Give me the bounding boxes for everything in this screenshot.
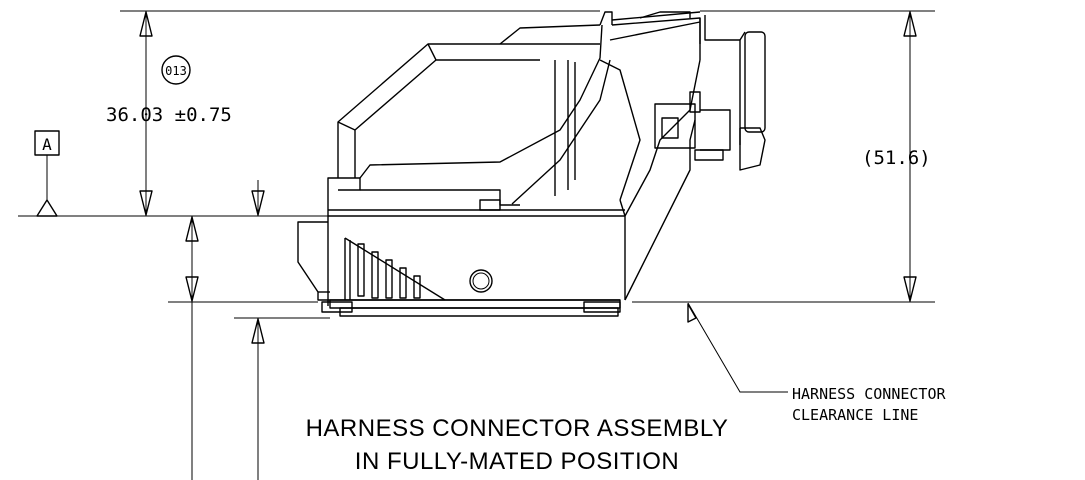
reference-dimension-text: (51.6): [862, 147, 931, 169]
arrow-down-icon: [139, 190, 153, 216]
arrow-down-icon: [903, 276, 917, 302]
arrow-up-icon: [903, 11, 917, 37]
arrow-up-icon: [251, 318, 265, 344]
height-dimension-text: 36.03 ±0.75: [106, 104, 232, 126]
caption-line-1: HARNESS CONNECTOR ASSEMBLY: [306, 415, 729, 442]
leader-arrow-icon: [687, 303, 697, 323]
dimension-lines: [18, 10, 935, 480]
boss-circle: [469, 269, 493, 293]
callout-line-1: HARNESS CONNECTOR: [792, 385, 946, 403]
arrow-up-icon: [139, 11, 153, 37]
arrow-down-icon: [251, 190, 265, 216]
arrow-up-icon: [185, 216, 199, 242]
clearance-leader-line: [687, 302, 788, 393]
item-balloon: 013: [161, 55, 191, 85]
balloon-label: 013: [165, 64, 187, 78]
callout-line-2: CLEARANCE LINE: [792, 406, 918, 424]
datum-label: A: [42, 135, 52, 154]
datum-triangle-icon: [36, 199, 58, 217]
connector-assembly: [297, 11, 766, 317]
arrow-down-icon: [185, 276, 199, 302]
caption-line-2: IN FULLY-MATED POSITION: [355, 448, 679, 475]
datum-symbol: A: [34, 130, 60, 217]
